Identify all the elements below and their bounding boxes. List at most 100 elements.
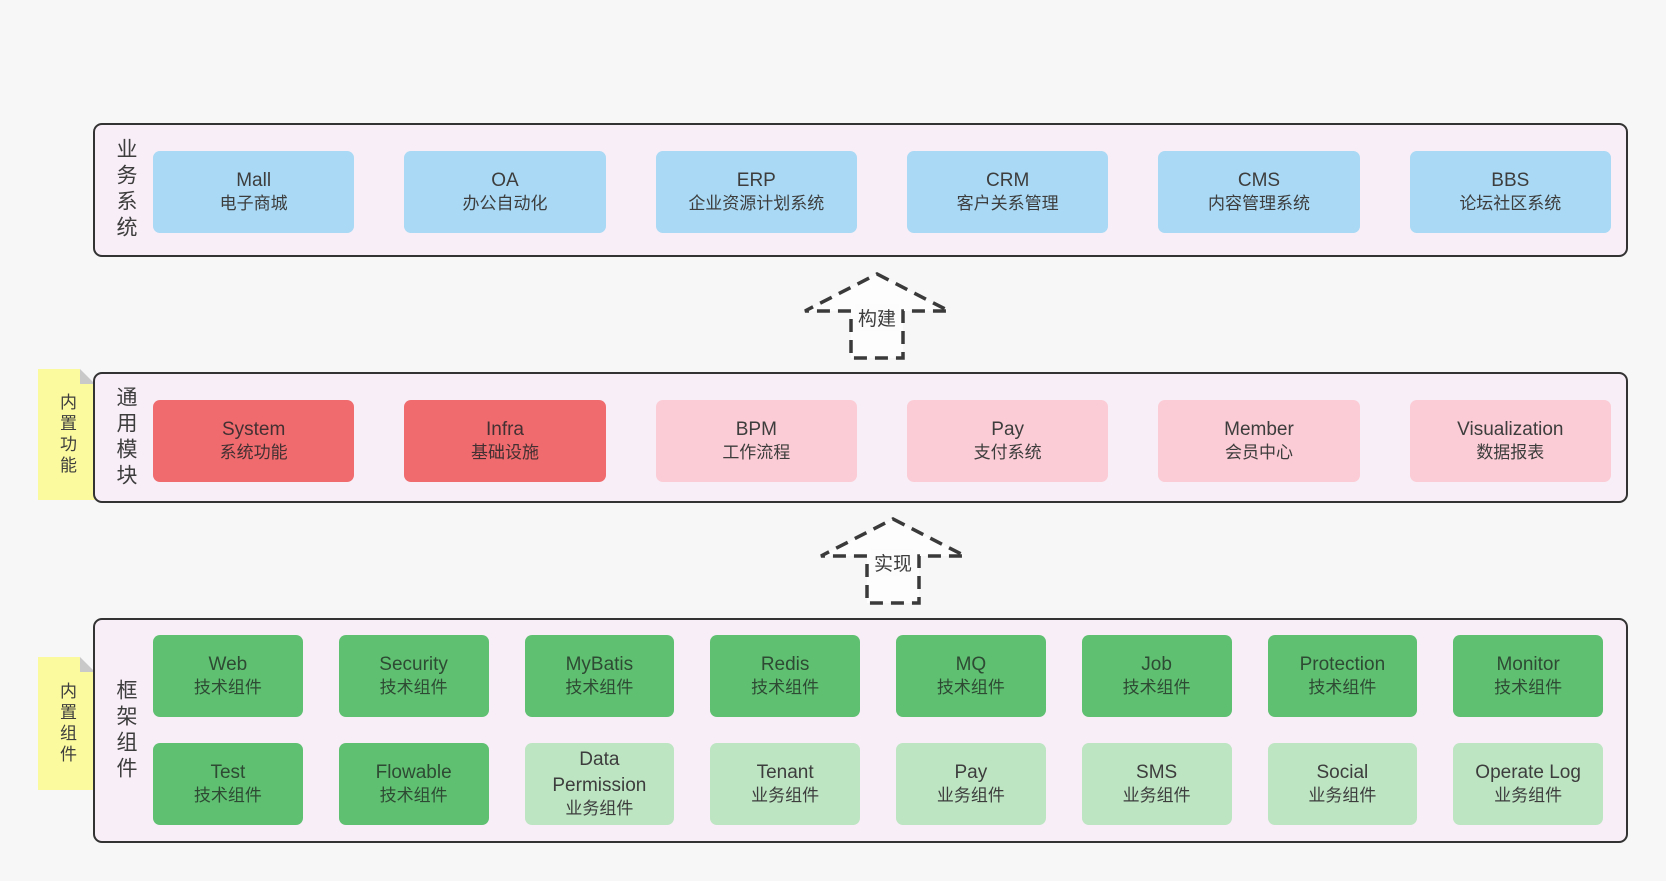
sticky-note-built-in-components: 内置组件	[38, 657, 95, 790]
component-name: Operate Log	[1475, 761, 1581, 783]
component-box: Web 技术组件	[153, 635, 303, 717]
component-name-cn: 技术组件	[379, 786, 448, 806]
component-name: Pay	[991, 418, 1025, 440]
band-boxes: Mall 电子商城 OA 办公自动化 ERP 企业资源计划系统 CRM 客户关系…	[153, 151, 1611, 233]
component-name-cn: 系统功能	[219, 443, 288, 463]
component-name-cn: 技术组件	[751, 678, 820, 698]
component-name-cn: 技术组件	[565, 678, 634, 698]
component-name-cn: 会员中心	[1224, 443, 1293, 463]
component-box: Social 业务组件	[1267, 743, 1418, 825]
component-name-cn: 办公自动化	[462, 194, 548, 214]
component-box: Protection 技术组件	[1267, 635, 1418, 717]
component-name: BPM	[735, 418, 777, 440]
component-name-cn: 客户关系管理	[956, 194, 1059, 214]
component-box: Data Permission 业务组件	[524, 743, 675, 825]
component-name: Protection	[1299, 653, 1386, 675]
band-label: 业务系统	[114, 138, 137, 242]
component-box: Job 技术组件	[1081, 635, 1232, 717]
component-name: Member	[1224, 418, 1294, 440]
component-name: Flowable	[375, 761, 452, 783]
component-name-cn: 支付系统	[973, 443, 1042, 463]
band-common-modules: 通用模块 System 系统功能 Infra 基础设施 BPM 工作流程 Pay…	[93, 372, 1628, 503]
component-box: Monitor 技术组件	[1453, 635, 1603, 717]
component-box: ERP 企业资源计划系统	[655, 151, 857, 233]
band-label: 框架组件	[114, 678, 137, 783]
band-boxes: Web 技术组件 Security 技术组件 MyBatis 技术组件 Redi…	[153, 635, 1603, 825]
band-label: 通用模块	[114, 385, 137, 490]
component-name: Social	[1316, 761, 1369, 783]
component-name-cn: 技术组件	[193, 786, 262, 806]
component-name: MyBatis	[565, 653, 634, 675]
component-name-cn: 技术组件	[1122, 678, 1191, 698]
component-name-cn: 技术组件	[379, 678, 448, 698]
component-box: Pay 业务组件	[896, 743, 1046, 825]
component-name-cn: 工作流程	[722, 443, 791, 463]
component-name: OA	[491, 169, 519, 191]
component-name: Pay	[954, 761, 988, 783]
component-box: Pay 支付系统	[906, 400, 1109, 482]
component-box: Visualization 数据报表	[1409, 400, 1611, 482]
component-name: Infra	[485, 418, 524, 440]
component-box: MyBatis 技术组件	[524, 635, 675, 717]
component-name-cn: 技术组件	[193, 678, 262, 698]
component-box: BPM 工作流程	[655, 400, 857, 482]
component-name: Data Permission	[552, 748, 647, 796]
component-name: System	[221, 418, 286, 440]
component-box: Security 技术组件	[338, 635, 489, 717]
band-boxes: System 系统功能 Infra 基础设施 BPM 工作流程 Pay 支付系统…	[153, 400, 1611, 482]
component-name-cn: 业务组件	[1308, 786, 1377, 806]
component-name-cn: 内容管理系统	[1207, 194, 1310, 214]
component-name-cn: 业务组件	[936, 786, 1005, 806]
sticky-note-label: 内置组件	[57, 681, 76, 766]
component-name: ERP	[736, 169, 776, 191]
component-box: CMS 内容管理系统	[1158, 151, 1360, 233]
component-box: Redis 技术组件	[710, 635, 860, 717]
component-box: Test 技术组件	[153, 743, 303, 825]
component-name-cn: 业务组件	[1122, 786, 1191, 806]
component-name-cn: 基础设施	[470, 443, 539, 463]
band-business-systems: 业务系统 Mall 电子商城 OA 办公自动化 ERP 企业资源计划系统 CRM…	[93, 123, 1628, 257]
component-name: Mall	[236, 169, 272, 191]
component-name: Test	[210, 761, 246, 783]
component-name: Tenant	[756, 761, 814, 783]
component-name-cn: 论坛社区系统	[1459, 194, 1562, 214]
component-name: CMS	[1237, 169, 1281, 191]
component-name: SMS	[1136, 761, 1178, 783]
arrow-label: 构建	[854, 304, 900, 331]
component-box: Tenant 业务组件	[710, 743, 860, 825]
component-name: Security	[379, 653, 448, 675]
component-box: Mall 电子商城	[153, 151, 355, 233]
component-box: Operate Log 业务组件	[1453, 743, 1603, 825]
sticky-note-label: 内置功能	[57, 392, 76, 477]
component-name-cn: 业务组件	[751, 786, 820, 806]
component-name: Redis	[760, 653, 810, 675]
component-name: MQ	[955, 653, 987, 675]
component-box: MQ 技术组件	[896, 635, 1046, 717]
component-name-cn: 技术组件	[1494, 678, 1563, 698]
component-name: Visualization	[1457, 418, 1564, 440]
component-box: Infra 基础设施	[404, 400, 606, 482]
component-box: CRM 客户关系管理	[906, 151, 1109, 233]
component-name-cn: 数据报表	[1476, 443, 1545, 463]
component-name: BBS	[1491, 169, 1530, 191]
component-name-cn: 技术组件	[936, 678, 1005, 698]
component-name: Job	[1141, 653, 1172, 675]
component-name: Monitor	[1496, 653, 1560, 675]
component-name: CRM	[986, 169, 1030, 191]
component-box: SMS 业务组件	[1081, 743, 1232, 825]
component-name-cn: 技术组件	[1308, 678, 1377, 698]
component-name-cn: 企业资源计划系统	[688, 194, 825, 214]
component-name-cn: 业务组件	[1494, 786, 1563, 806]
implement-arrow: 实现	[818, 516, 968, 606]
component-box: System 系统功能	[153, 400, 355, 482]
component-box: OA 办公自动化	[404, 151, 606, 233]
arrow-label: 实现	[870, 549, 916, 576]
component-name: Web	[208, 653, 248, 675]
band-framework-components: 框架组件 Web 技术组件 Security 技术组件 MyBatis 技术组件…	[93, 618, 1628, 843]
component-box: Flowable 技术组件	[338, 743, 489, 825]
sticky-note-built-in-features: 内置功能	[38, 369, 95, 500]
component-name-cn: 业务组件	[565, 799, 634, 819]
component-box: BBS 论坛社区系统	[1409, 151, 1611, 233]
component-box: Member 会员中心	[1158, 400, 1360, 482]
